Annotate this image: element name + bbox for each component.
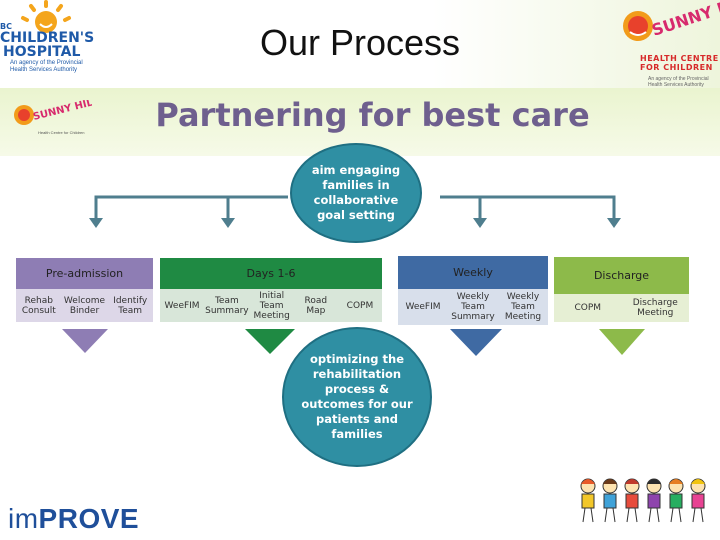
phase-title: Days 1-6 xyxy=(160,258,382,289)
sun-icon xyxy=(21,0,71,33)
step-cell: Initial Team Meeting xyxy=(253,290,290,321)
step-cell: Weekly Team Meeting xyxy=(504,292,542,322)
child-figure-icon xyxy=(690,478,706,523)
step-cell: Road Map xyxy=(304,295,328,316)
top-connectors xyxy=(89,195,621,228)
phase-title: Weekly xyxy=(398,256,548,289)
children-illustration xyxy=(580,478,706,523)
improve-logo-main: PROVE xyxy=(38,503,140,534)
bc-logo-line1: BC xyxy=(0,22,12,31)
improve-logo: imPROVE xyxy=(8,503,139,535)
sunny-hill-sun-icon: SUNNY HILL xyxy=(623,0,720,41)
step-cell: Weekly Team Summary xyxy=(451,292,495,322)
header-band xyxy=(0,0,720,88)
phase-arrows xyxy=(62,329,645,356)
child-figure-icon xyxy=(668,478,684,523)
page-title: Our Process xyxy=(259,22,461,63)
sunny-hill-tagline: An agency of the Provincial Health Servi… xyxy=(648,76,709,88)
arrow-down-icon xyxy=(221,218,235,228)
bc-logo-line2: CHILDREN'S xyxy=(0,30,95,46)
step-cell: Welcome Binder xyxy=(63,295,106,316)
bc-logo-tagline: An agency of the Provincial Health Servi… xyxy=(10,60,83,73)
arrow-down-icon xyxy=(245,329,295,354)
sunny-hill-small-sun-icon: SUNNY HILL xyxy=(14,96,101,125)
step-cell: COPM xyxy=(574,303,602,313)
step-cell: COPM xyxy=(346,300,374,311)
page-subtitle: Partnering for best care xyxy=(155,96,590,134)
sunny-hill-small-tagline: Health Centre for Children xyxy=(38,130,85,135)
step-cell: WeeFIM xyxy=(405,302,441,312)
aim-circle-text: aim engaging families in collaborative g… xyxy=(311,163,401,222)
phase-title: Pre-admission xyxy=(16,258,153,289)
step-cell: WeeFIM xyxy=(164,300,200,311)
sunny-hill-logo: SUNNY HILL HEALTH CENTRE FOR CHILDREN An… xyxy=(620,0,720,88)
arrow-down-icon xyxy=(89,218,103,228)
arrow-down-icon xyxy=(599,329,645,355)
child-figure-icon xyxy=(580,478,596,523)
improve-logo-prefix: im xyxy=(8,503,39,534)
sunny-hill-line2: FOR CHILDREN xyxy=(640,63,713,72)
aim-circle: aim engaging families in collaborative g… xyxy=(290,143,422,243)
phase-weekly: Weekly WeeFIM Weekly Team Summary Weekly… xyxy=(398,256,548,325)
arrow-down-icon xyxy=(607,218,621,228)
sunny-hill-line1: HEALTH CENTRE xyxy=(640,54,719,63)
sunny-hill-small-logo: SUNNY HILL Health Centre for Children xyxy=(12,96,101,140)
bc-childrens-hospital-logo: BC CHILDREN'S HOSPITAL An agency of the … xyxy=(0,0,94,82)
outcome-circle-text: optimizing the rehabilitation process & … xyxy=(301,352,413,441)
step-cell: Identify Team xyxy=(113,295,148,316)
bc-logo-line3: HOSPITAL xyxy=(3,44,81,60)
arrow-down-icon xyxy=(473,218,487,228)
child-figure-icon xyxy=(624,478,640,523)
arrow-down-icon xyxy=(450,329,502,356)
child-figure-icon xyxy=(646,478,662,523)
phase-title: Discharge xyxy=(554,257,689,294)
phase-discharge: Discharge COPM Discharge Meeting xyxy=(554,257,689,322)
arrow-down-icon xyxy=(62,329,108,353)
outcome-circle: optimizing the rehabilitation process & … xyxy=(282,327,432,467)
phase-days-1-6: Days 1-6 WeeFIM Team Summary Initial Tea… xyxy=(160,258,382,322)
step-cell: Team Summary xyxy=(205,295,249,316)
phase-pre-admission: Pre-admission Rehab Consult Welcome Bind… xyxy=(16,258,153,322)
child-figure-icon xyxy=(602,478,618,523)
step-cell: Rehab Consult xyxy=(21,295,56,316)
step-cell: Discharge Meeting xyxy=(632,298,678,318)
